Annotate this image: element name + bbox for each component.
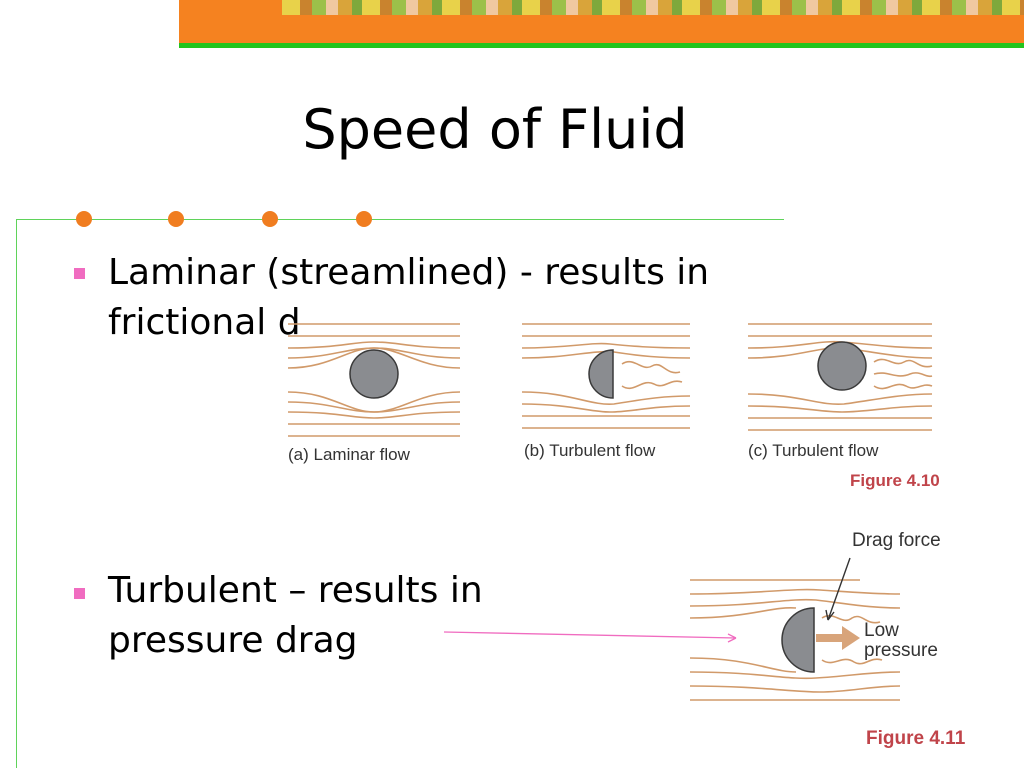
header-banner-photo	[282, 0, 1024, 15]
slide-title: Speed of Fluid	[302, 98, 688, 161]
sphere-icon	[349, 349, 399, 399]
caption-turbulent-c: (c) Turbulent flow	[748, 441, 879, 460]
bullet-turbulent-line2: pressure drag	[108, 620, 358, 661]
hemisphere-icon	[588, 349, 614, 399]
panel-turbulent-flow-b	[521, 323, 691, 429]
drag-force-label: Drag force	[852, 530, 941, 551]
rule-dot	[168, 211, 184, 227]
horizontal-rule	[16, 219, 784, 220]
pointer-arrow	[443, 631, 737, 643]
bullet-turbulent: Turbulent – results in pressure drag	[108, 566, 483, 666]
caption-laminar: (a) Laminar flow	[288, 445, 411, 464]
hemisphere-icon	[781, 607, 815, 673]
sphere-icon	[817, 341, 867, 391]
rule-dot	[262, 211, 278, 227]
figure-4-10: (a) Laminar flow (b) Turbulent flow (c) …	[287, 323, 940, 490]
rule-dot	[356, 211, 372, 227]
figure-4-11: Drag force Low pressure Figure 4.11	[689, 530, 966, 749]
header-banner-green-line	[179, 43, 1024, 48]
drag-force-pointer	[827, 557, 851, 621]
rule-dot	[76, 211, 92, 227]
drag-arrow-icon	[816, 626, 860, 650]
bullet-marker	[74, 268, 85, 279]
figure-4-11-label: Figure 4.11	[866, 728, 966, 749]
caption-turbulent-b: (b) Turbulent flow	[524, 441, 656, 460]
streamlines	[689, 579, 901, 701]
panel-laminar-flow	[287, 323, 461, 437]
bullet-marker	[74, 588, 85, 599]
vertical-rule	[16, 219, 17, 768]
figure-4-10-label: Figure 4.10	[850, 471, 940, 490]
bullet-laminar: Laminar (streamlined) - results in frict…	[108, 248, 709, 348]
bullet-laminar-line2: frictional d	[108, 302, 301, 343]
low-pressure-label-line2: pressure	[864, 640, 938, 661]
low-pressure-label-line1: Low	[864, 620, 899, 641]
bullet-laminar-line1: Laminar (streamlined) - results in	[108, 252, 710, 293]
bullet-turbulent-line1: Turbulent – results in	[108, 570, 483, 611]
